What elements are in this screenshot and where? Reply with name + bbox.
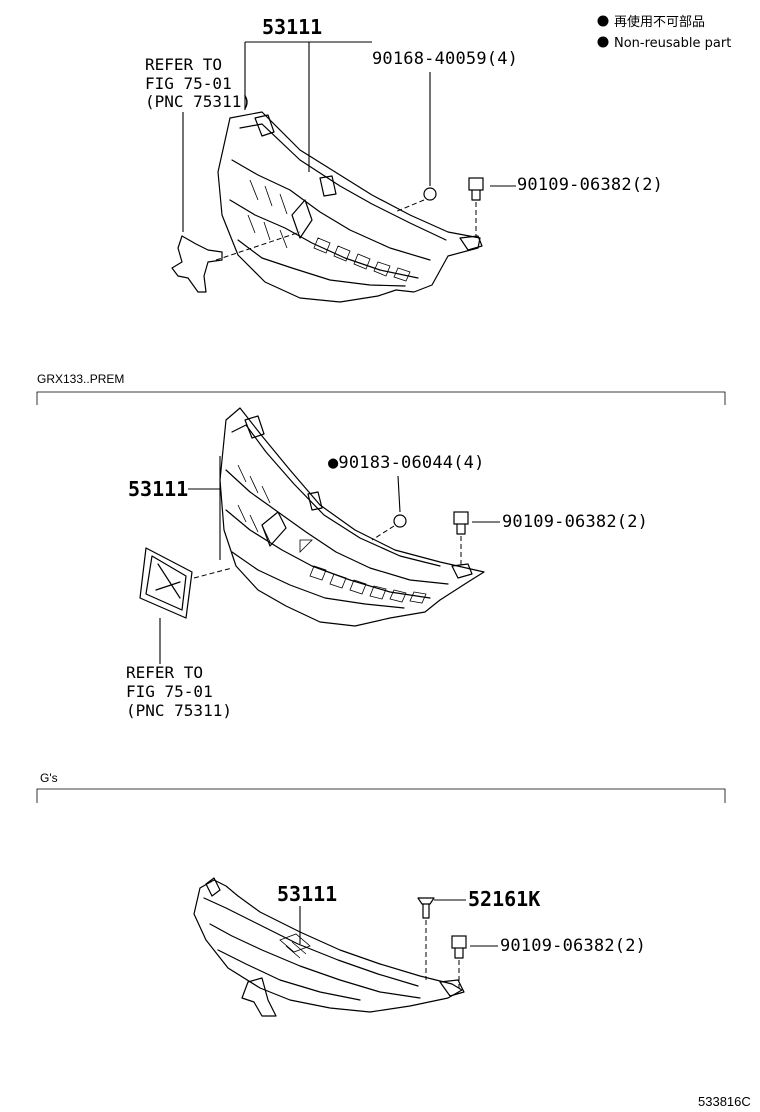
- clip-label: ●90183-06044(4): [328, 453, 485, 473]
- legend: 再使用不可部品 Non-reusable part: [597, 14, 731, 51]
- clip-label: 52161K: [468, 887, 540, 911]
- clip-icon: [423, 187, 437, 201]
- screw-icon: [451, 935, 467, 959]
- screw-label: 90109-06382(2): [500, 936, 646, 956]
- clip-icon: [417, 897, 435, 919]
- figure-id: 533816C: [698, 1094, 751, 1109]
- section-title: G's: [40, 771, 58, 785]
- non-reusable-bullet-icon: [597, 36, 609, 48]
- emblem-illustration: [171, 235, 223, 293]
- legend-en: Non-reusable part: [614, 36, 731, 51]
- part-label-53111: 53111: [128, 477, 188, 501]
- screw-label: 90109-06382(2): [517, 175, 663, 195]
- grille-illustration: [217, 111, 483, 303]
- grille-illustration: [219, 407, 485, 627]
- refer-line-1: REFER TO: [145, 55, 222, 74]
- screw-icon: [453, 511, 469, 535]
- refer-line-3: (PNC 75311): [145, 92, 251, 111]
- section-3: G's 53111 52161K 90109-06382(2): [36, 771, 726, 1017]
- section-title: GRX133..PREM: [37, 372, 124, 386]
- refer-line-2: FIG 75-01: [145, 74, 232, 93]
- legend-jp: 再使用不可部品: [614, 14, 705, 30]
- grille-illustration: [193, 877, 465, 1017]
- section-1: 53111 REFER TO FIG 75-01 (PNC 75311) 901…: [145, 15, 663, 303]
- emblem-illustration: [139, 547, 193, 619]
- screw-label: 90109-06382(2): [502, 512, 648, 532]
- non-reusable-bullet-icon: [597, 15, 609, 27]
- refer-line-3: (PNC 75311): [126, 701, 232, 720]
- section-bracket: [36, 391, 726, 405]
- part-label-53111: 53111: [262, 15, 322, 39]
- part-label-53111: 53111: [277, 882, 337, 906]
- section-2: GRX133..PREM 53111 ●90183-06044(4) 90109…: [36, 372, 726, 720]
- screw-icon: [468, 177, 484, 201]
- section-bracket: [36, 788, 726, 803]
- clip-icon: [393, 514, 407, 528]
- clip-label: 90168-40059(4): [372, 49, 518, 69]
- refer-line-1: REFER TO: [126, 663, 203, 682]
- refer-line-2: FIG 75-01: [126, 682, 213, 701]
